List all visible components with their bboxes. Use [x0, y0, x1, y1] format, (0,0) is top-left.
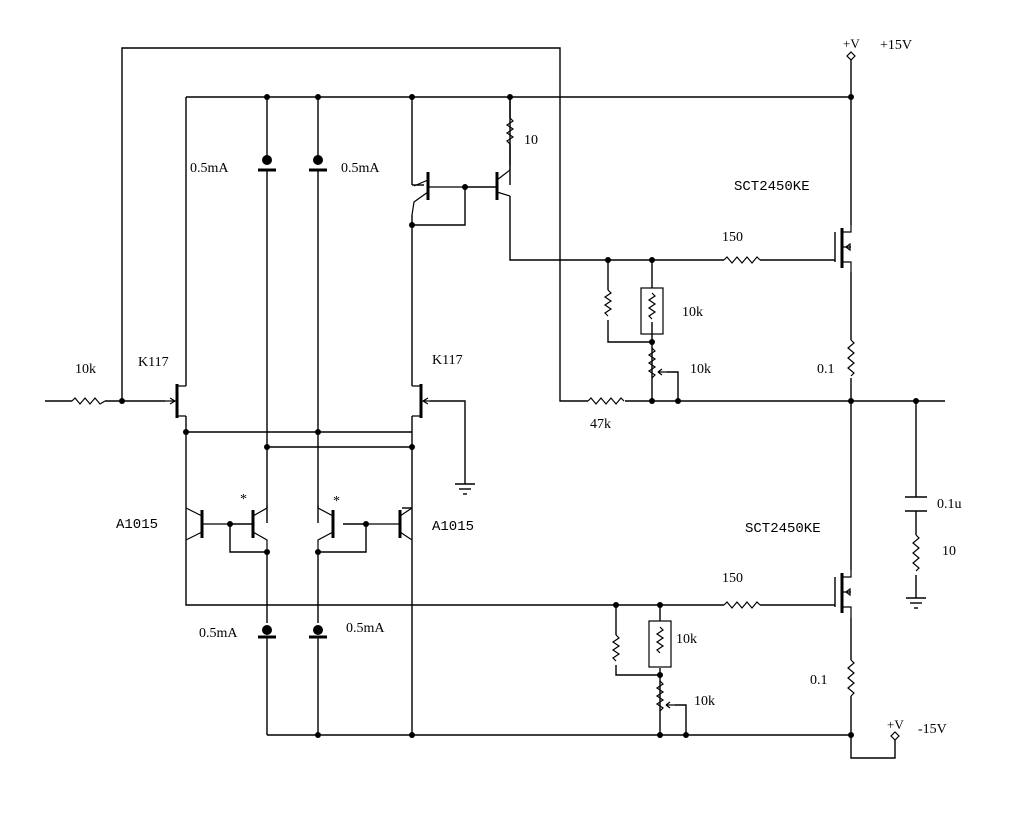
label-current-bottom-left: 0.5mA	[199, 626, 238, 641]
label-bias-pot-top: 10k	[690, 362, 711, 377]
ground-symbol-jfet	[455, 483, 475, 495]
label-zobel-resistor: 10	[942, 544, 956, 559]
label-mosfet-top: SCT2450KE	[734, 179, 810, 195]
resistor-bias-top-box	[640, 287, 664, 335]
labels: +V +15V +V -15V 10k K117 K117 0.5mA 0.5m…	[75, 36, 962, 737]
wires	[45, 47, 945, 759]
label-current-top-left: 0.5mA	[190, 161, 229, 176]
mosfet-bottom	[834, 570, 852, 618]
resistor-source-top	[847, 339, 855, 377]
label-current-top-right: 0.5mA	[341, 161, 380, 176]
resistor-gate-top	[723, 256, 761, 264]
resistor-gate-bottom	[723, 601, 761, 609]
bjt-a1015-right-outer	[366, 507, 413, 541]
label-asterisk-right: *	[333, 494, 340, 509]
supply-positive-label: +15V	[880, 38, 912, 53]
label-feedback: 47k	[590, 417, 611, 432]
label-bias-pot-bottom: 10k	[694, 694, 715, 709]
label-bias-resistor-top: 10k	[682, 305, 703, 320]
resistor-bias-bottom-box	[648, 620, 672, 668]
resistor-bias-top-left	[603, 289, 613, 317]
supply-terminal-positive	[846, 51, 856, 61]
label-input-resistor: 10k	[75, 362, 96, 377]
ground-symbol-zobel	[906, 597, 926, 609]
bjt-mirror-right	[495, 165, 511, 200]
pot-bias-bottom	[655, 680, 665, 712]
capacitor-zobel	[905, 496, 927, 512]
supply-negative-label: -15V	[918, 722, 947, 737]
supply-positive-symbol: +V	[843, 36, 860, 51]
label-bias-resistor-bottom: 10k	[676, 632, 697, 647]
resistors	[71, 117, 920, 712]
label-emitter-resistor: 10	[524, 133, 538, 148]
label-source-top: 0.1	[817, 362, 835, 377]
resistor-zobel	[912, 534, 920, 572]
label-jfet-left: K117	[138, 355, 169, 370]
junction-dots	[119, 94, 919, 738]
label-jfet-right: K117	[432, 353, 463, 368]
resistor-input	[71, 397, 106, 405]
label-pnp-left: A1015	[116, 517, 158, 533]
jfet-right	[412, 384, 430, 418]
label-pnp-right: A1015	[432, 519, 474, 535]
bjt-a1015-left-outer	[185, 507, 230, 541]
supply-terminal-negative	[890, 731, 900, 741]
supply-negative-symbol: +V	[887, 717, 904, 732]
label-source-bottom: 0.1	[810, 673, 828, 688]
label-zobel-cap: 0.1u	[937, 497, 962, 512]
pot-bias-top	[647, 347, 657, 379]
label-mosfet-bottom: SCT2450KE	[745, 521, 821, 537]
resistor-feedback	[587, 397, 625, 405]
label-gate-bottom: 150	[722, 571, 743, 586]
mosfet-top	[834, 225, 852, 272]
bjt-a1015-left-inner	[251, 505, 268, 552]
bjt-mirror-left	[411, 172, 465, 216]
label-gate-top: 150	[722, 230, 743, 245]
resistor-emitter	[505, 117, 515, 145]
jfet-left	[165, 384, 186, 418]
current-sources	[258, 155, 327, 639]
bjt-a1015-right-inner	[317, 505, 335, 552]
label-current-bottom-right: 0.5mA	[346, 621, 385, 636]
label-asterisk-left: *	[240, 492, 247, 507]
resistor-bias-bottom-left	[611, 634, 621, 662]
resistor-source-bottom	[847, 659, 855, 697]
